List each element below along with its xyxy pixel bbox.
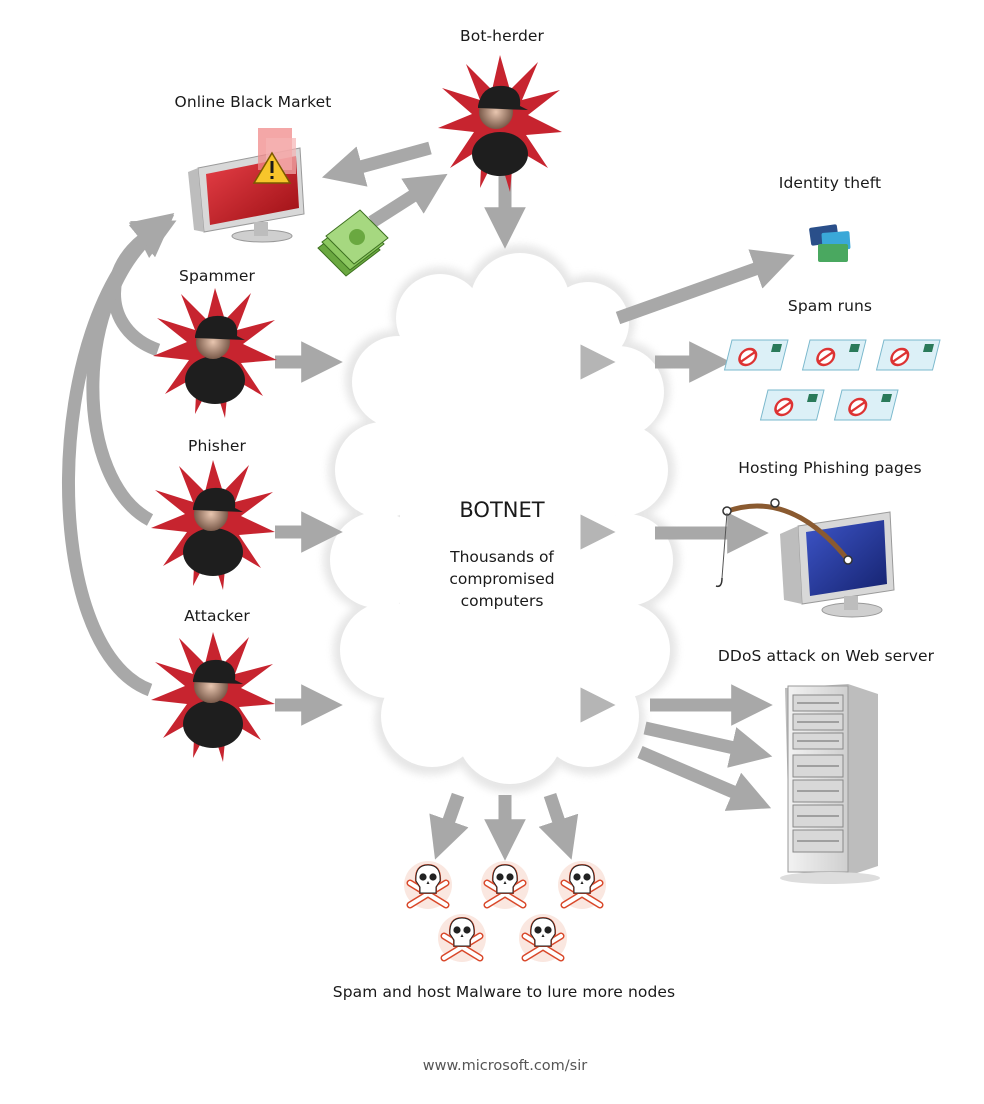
botnet-subtitle-line2: compromised [449,570,555,588]
label-attacker: Attacker [184,607,250,625]
bot-herder-figure [438,55,562,192]
arrow-attacker-to-market [62,213,175,697]
arrow-herder-to-market [321,141,432,187]
spam-email-3 [875,339,941,371]
footer-url: www.microsoft.com/sir [422,1058,588,1074]
phishing-monitor-icon [780,511,895,618]
label-identity-theft: Identity theft [778,174,882,192]
arrow-to-identity [615,249,795,325]
label-hosting-phishing: Hosting Phishing pages [738,459,922,477]
skull-icon [519,914,567,962]
warning-icon [252,151,292,184]
credit-cards-icon [809,224,851,262]
phisher-figure [151,460,275,590]
arrow-cash-to-herder [368,173,448,228]
label-online-black-market: Online Black Market [174,93,332,111]
botnet-title: BOTNET [459,498,545,522]
label-malware: Spam and host Malware to lure more nodes [332,983,676,1001]
black-market-monitor-icon [188,128,305,243]
botnet-subtitle-line1: Thousands of [450,548,554,566]
attacker-figure [151,632,275,762]
botnet-subtitle: Thousands of compromised computers [422,546,582,612]
botnet-subtitle-line3: computers [460,592,544,610]
skull-icon [558,861,606,909]
spam-emails-icon [723,339,941,421]
label-phisher: Phisher [188,437,246,455]
cash-icon [317,209,389,277]
cloud-traffic [355,344,616,723]
spammer-figure [153,288,277,418]
arrow-to-malware-3 [538,792,579,860]
label-ddos: DDoS attack on Web server [717,647,935,665]
arrow-to-malware-1 [429,792,469,860]
label-spam-runs: Spam runs [787,297,873,315]
spam-email-2 [801,339,867,371]
arrow-to-ddos-3 [637,746,772,811]
arrows [62,141,795,861]
label-spammer: Spammer [179,267,255,285]
spam-email-4 [759,389,825,421]
arrow-to-ddos-2 [643,721,773,768]
web-server-icon [780,684,880,884]
label-bot-herder: Bot-herder [460,27,544,45]
fishing-rod-icon [715,498,853,588]
skull-icon [481,861,529,909]
spam-email-5 [833,389,899,421]
spam-email-1 [723,339,789,371]
skull-icon [404,861,452,909]
malware-skulls [404,861,606,962]
skull-icon [438,914,486,962]
